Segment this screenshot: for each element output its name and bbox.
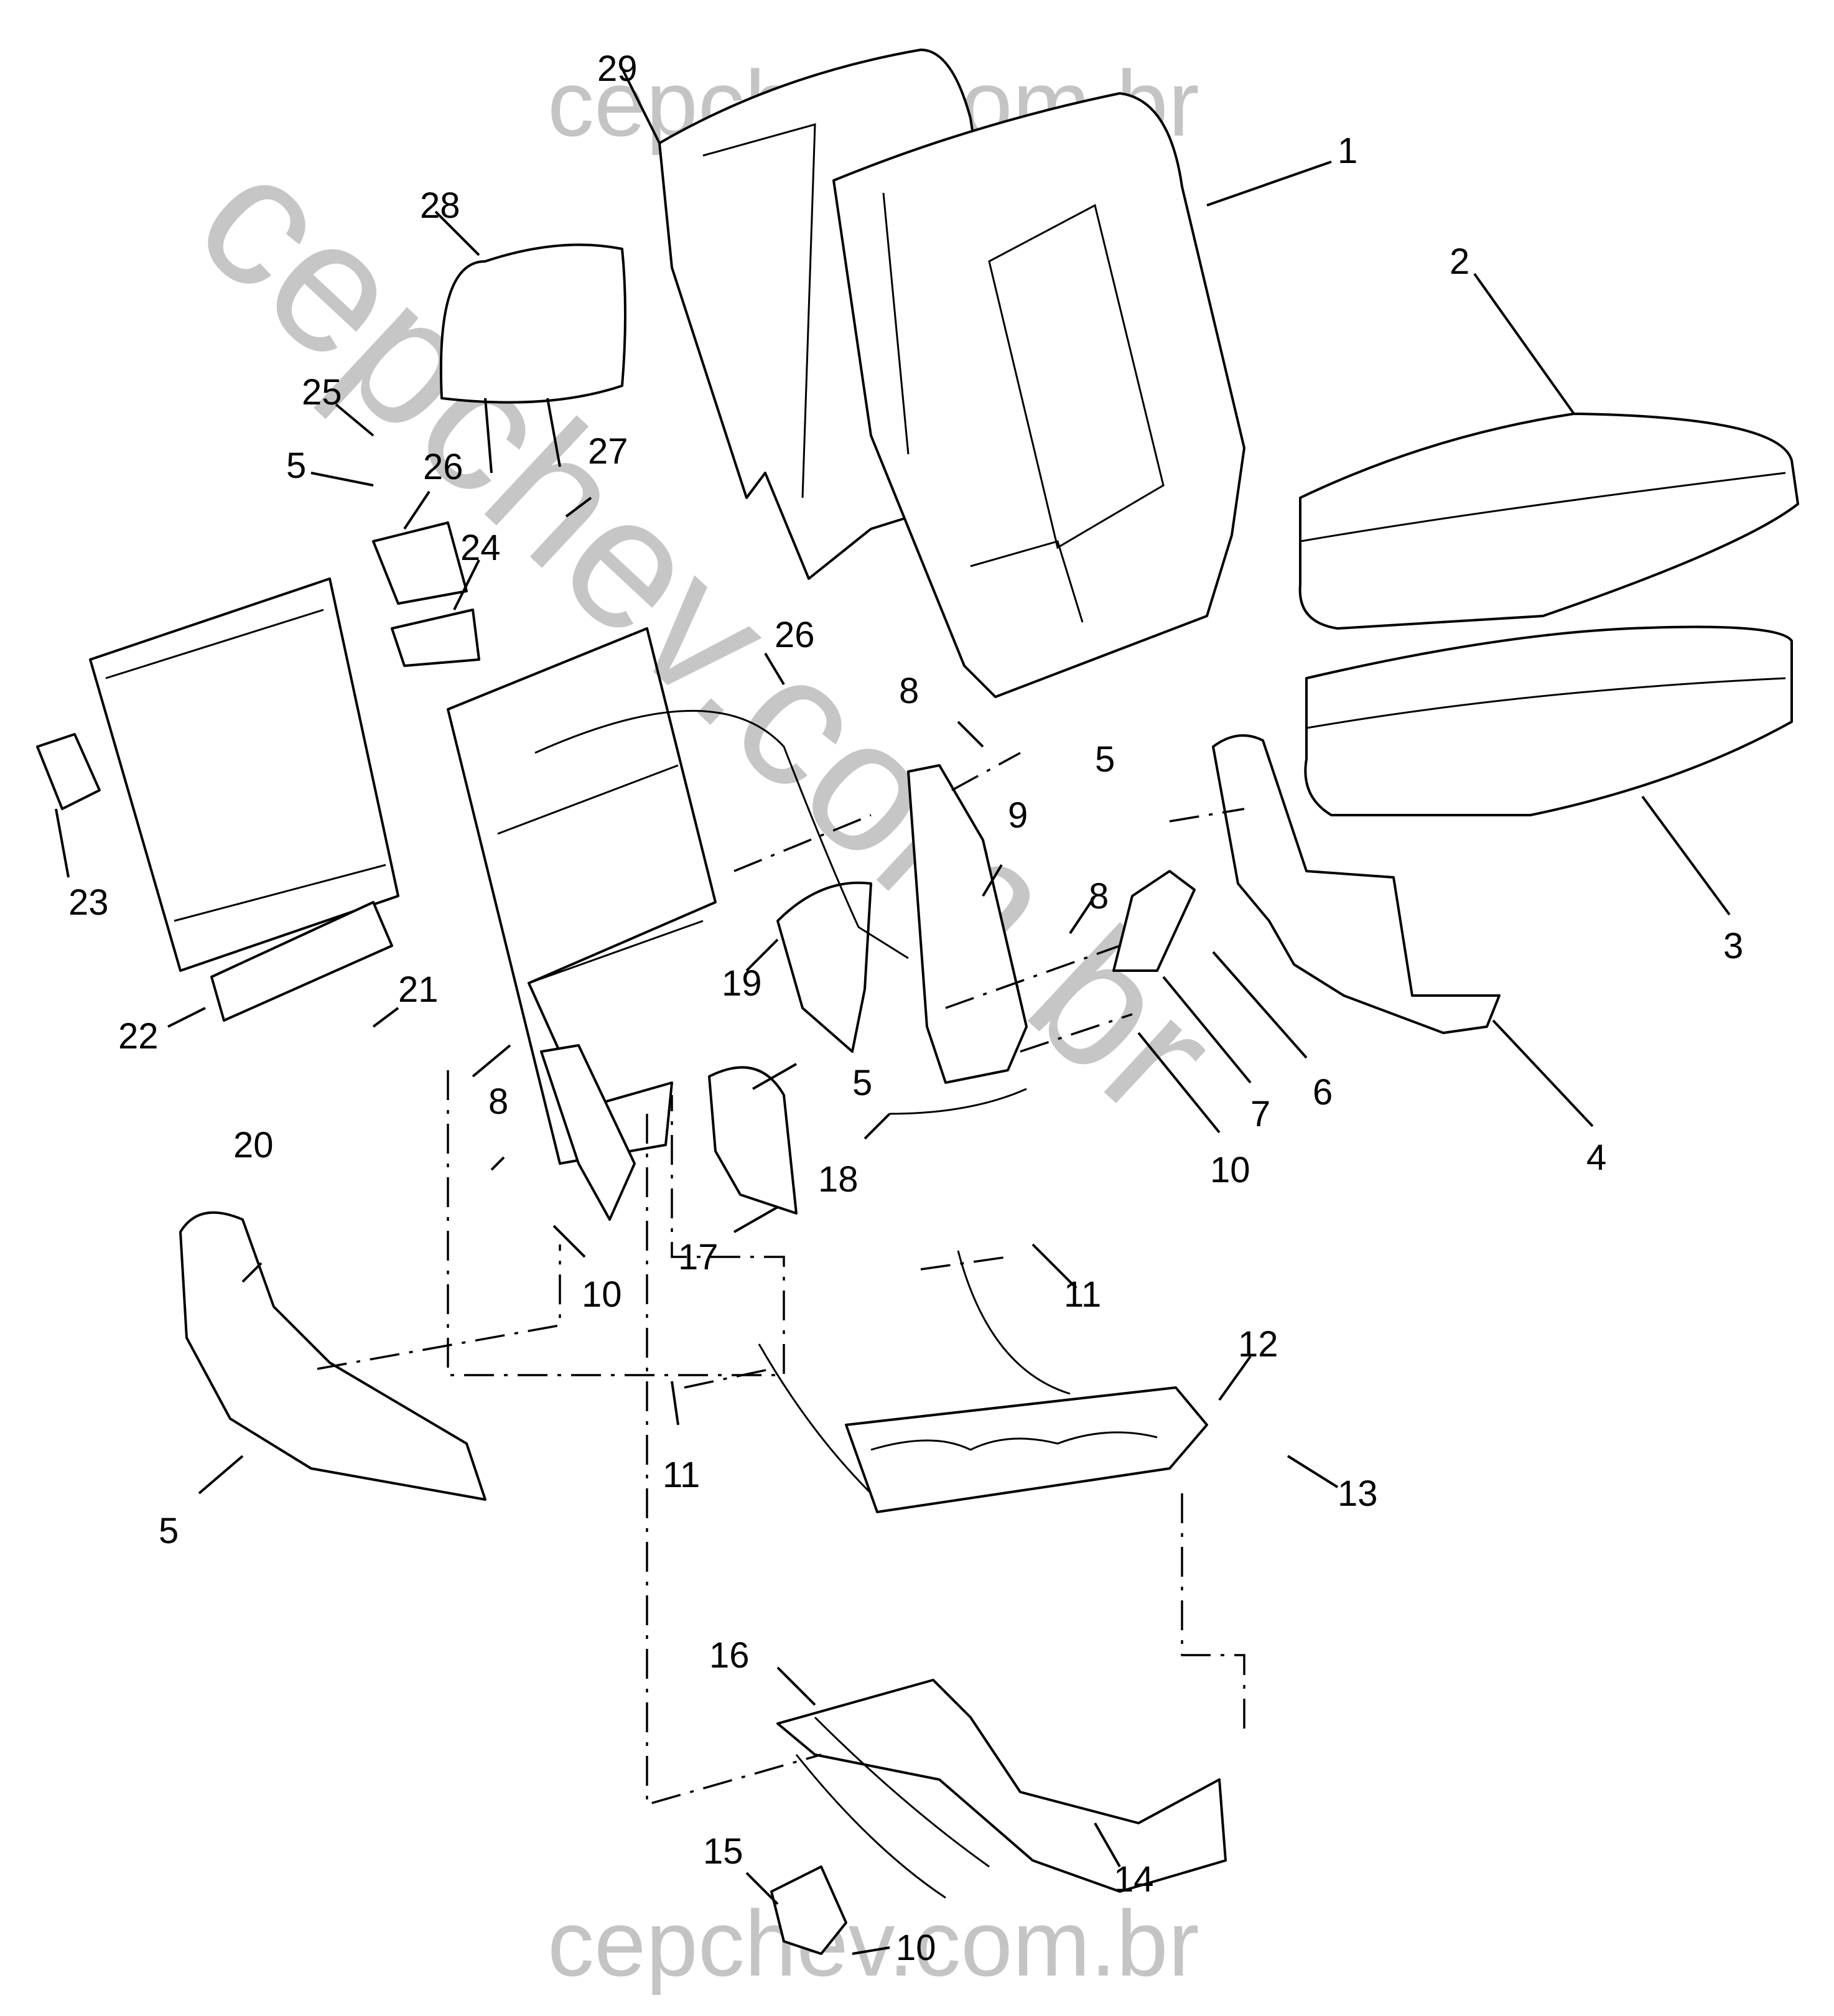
callout-23: 23 bbox=[68, 882, 109, 923]
part-16-seat-base bbox=[776, 1679, 1227, 1899]
part-4-side-shield bbox=[1212, 734, 1501, 1034]
part-28-headrest bbox=[439, 243, 626, 474]
callout-5-upper-right: 5 bbox=[1095, 739, 1115, 780]
assembly-lines bbox=[317, 752, 1245, 1806]
callout-7: 7 bbox=[1250, 1094, 1270, 1134]
callout-18: 18 bbox=[818, 1159, 859, 1200]
callout-29: 29 bbox=[597, 49, 638, 89]
callout-13: 13 bbox=[1338, 1473, 1378, 1514]
part-23-latch-cover bbox=[36, 733, 101, 810]
callout-10-bottom: 10 bbox=[896, 1928, 936, 1968]
callout-21: 21 bbox=[398, 969, 439, 1010]
part-21-seatback-frame bbox=[447, 627, 717, 1221]
callout-3: 3 bbox=[1723, 926, 1743, 966]
callout-11-left: 11 bbox=[663, 1455, 700, 1495]
callout-11-right: 11 bbox=[1064, 1274, 1101, 1315]
callout-2: 2 bbox=[1450, 241, 1469, 282]
callout-25: 25 bbox=[302, 372, 342, 413]
callout-1: 1 bbox=[1338, 131, 1357, 171]
part-3-seat-cushion-pad bbox=[1304, 625, 1793, 816]
part-26-cable bbox=[534, 710, 909, 959]
part-1-seatback-cushion bbox=[832, 92, 1245, 698]
callout-10-right: 10 bbox=[1210, 1150, 1250, 1190]
watermark-bottom: cepchev.com.br bbox=[547, 1891, 1199, 1995]
callout-26-upper: 26 bbox=[423, 447, 463, 487]
part-2-seat-cushion-cover bbox=[1298, 413, 1799, 630]
callout-22: 22 bbox=[118, 1016, 159, 1057]
callout-5-upper-left: 5 bbox=[286, 446, 306, 486]
part-9-recliner bbox=[907, 764, 1028, 1084]
part-19-trim-plate bbox=[776, 881, 872, 1053]
callout-28: 28 bbox=[420, 185, 460, 226]
callout-5-lower-left: 5 bbox=[159, 1511, 179, 1551]
callout-26-cable: 26 bbox=[775, 615, 815, 655]
leader-lines bbox=[55, 68, 1731, 1955]
part-24-26-latch-bracket bbox=[372, 521, 480, 667]
callout-24: 24 bbox=[460, 528, 501, 568]
part-15-bracket bbox=[770, 1865, 847, 1955]
part-7-seatbelt-buckle bbox=[1112, 870, 1196, 972]
callout-17: 17 bbox=[678, 1237, 719, 1277]
callout-9: 9 bbox=[1008, 795, 1028, 836]
part-12-seat-frame bbox=[758, 1250, 1208, 1513]
callout-15: 15 bbox=[703, 1831, 743, 1872]
callout-6: 6 bbox=[1313, 1072, 1333, 1113]
callout-19: 19 bbox=[722, 963, 762, 1004]
callout-8-middle: 8 bbox=[1089, 876, 1109, 917]
callout-labels: 1 2 3 4 5 5 5 5 6 7 8 8 8 9 10 10 10 11 … bbox=[68, 49, 1743, 1968]
part-20-outer-trim bbox=[179, 1211, 486, 1501]
callout-5-middle: 5 bbox=[852, 1063, 872, 1103]
callout-16: 16 bbox=[709, 1635, 750, 1676]
part-18-harness bbox=[889, 1088, 1027, 1115]
callout-8-left: 8 bbox=[488, 1081, 508, 1122]
callout-12: 12 bbox=[1238, 1324, 1278, 1365]
callout-20: 20 bbox=[233, 1125, 274, 1165]
part-22-seatback-panel bbox=[89, 577, 399, 1022]
callout-4: 4 bbox=[1586, 1137, 1606, 1178]
callout-27: 27 bbox=[588, 431, 628, 472]
callout-14: 14 bbox=[1114, 1859, 1154, 1900]
callout-10-left: 10 bbox=[582, 1274, 622, 1315]
part-17-cover bbox=[708, 1066, 798, 1215]
callout-8-upper: 8 bbox=[899, 671, 919, 711]
